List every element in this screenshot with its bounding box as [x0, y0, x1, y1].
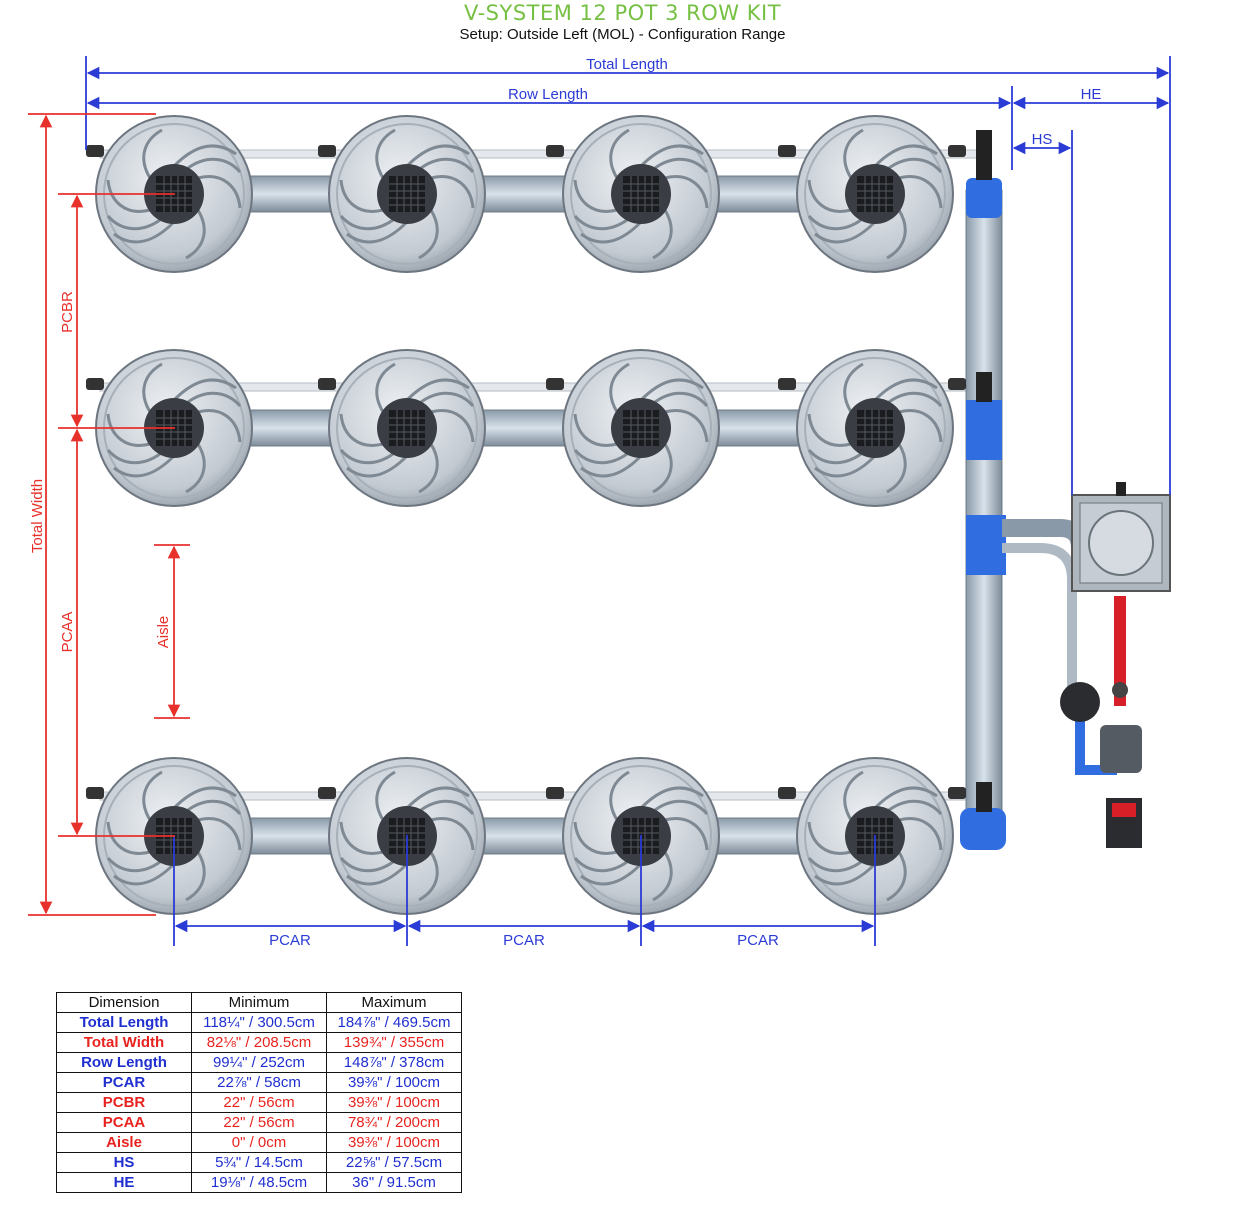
- row-name: Aisle: [56, 1132, 192, 1153]
- label-he: HE: [1081, 86, 1102, 103]
- label-pcbr: PCBR: [59, 291, 76, 333]
- inline-valves: [86, 145, 966, 799]
- table-row: Aisle 0" / 0cm 39⅜" / 100cm: [56, 1132, 462, 1153]
- row-name: PCAR: [56, 1072, 192, 1093]
- label-total-width: Total Width: [29, 479, 46, 553]
- red-dimensions: [28, 113, 190, 916]
- row-max: 22⅝" / 57.5cm: [326, 1152, 462, 1173]
- row-max: 39⅜" / 100cm: [326, 1072, 462, 1093]
- pot-r1-c2: [327, 114, 487, 274]
- row-name: Row Length: [56, 1052, 192, 1073]
- row-min: 22" / 56cm: [191, 1092, 327, 1113]
- label-total-length: Total Length: [586, 56, 668, 73]
- pot-r1-c3: [561, 114, 721, 274]
- row-min: 118¼" / 300.5cm: [191, 1012, 327, 1033]
- table-row: PCAR 22⅞" / 58cm 39⅜" / 100cm: [56, 1072, 462, 1093]
- pump-assembly: [1060, 682, 1142, 848]
- row-name: HS: [56, 1152, 192, 1173]
- row-max: 148⅞" / 378cm: [326, 1052, 462, 1073]
- row-max: 184⅞" / 469.5cm: [326, 1012, 462, 1033]
- label-hs: HS: [1032, 131, 1053, 148]
- row-max: 39⅜" / 100cm: [326, 1132, 462, 1153]
- row-min: 0" / 0cm: [191, 1132, 327, 1153]
- table-row: Total Width 82⅛" / 208.5cm 139¾" / 355cm: [56, 1032, 462, 1053]
- pot-r2-c2: [327, 348, 487, 508]
- header-minimum: Minimum: [191, 992, 327, 1013]
- dimension-table: Dimension Minimum Maximum Total Length 1…: [56, 992, 462, 1193]
- row-name: PCAA: [56, 1112, 192, 1133]
- label-pcar-1: PCAR: [269, 932, 311, 949]
- header-dimension: Dimension: [56, 992, 192, 1013]
- row-name: Total Width: [56, 1032, 192, 1053]
- system-layout-diagram: Total Length Row Length HE HS PCAR PCAR …: [28, 56, 1171, 949]
- row-name: Total Length: [56, 1012, 192, 1033]
- diagram-subtitle: Setup: Outside Left (MOL) - Configuratio…: [459, 26, 786, 43]
- row-name: PCBR: [56, 1092, 192, 1113]
- row-max: 78¾" / 200cm: [326, 1112, 462, 1133]
- row-min: 22⅞" / 58cm: [191, 1072, 327, 1093]
- main-manifold-pipe: [960, 130, 1006, 850]
- row-max: 39⅜" / 100cm: [326, 1092, 462, 1113]
- diagram-title: V-SYSTEM 12 POT 3 ROW KIT: [463, 1, 782, 25]
- row-max: 36" / 91.5cm: [326, 1172, 462, 1193]
- table-row: Total Length 118¼" / 300.5cm 184⅞" / 469…: [56, 1012, 462, 1033]
- table-header-row: Dimension Minimum Maximum: [56, 992, 462, 1013]
- row-min: 5¾" / 14.5cm: [191, 1152, 327, 1173]
- label-pcar-2: PCAR: [503, 932, 545, 949]
- table-row: PCBR 22" / 56cm 39⅜" / 100cm: [56, 1092, 462, 1113]
- row-min: 19⅛" / 48.5cm: [191, 1172, 327, 1193]
- reservoir-tank: [1071, 482, 1171, 592]
- table-row: HE 19⅛" / 48.5cm 36" / 91.5cm: [56, 1172, 462, 1193]
- table-row: PCAA 22" / 56cm 78¾" / 200cm: [56, 1112, 462, 1133]
- row-min: 22" / 56cm: [191, 1112, 327, 1133]
- row-min: 99¼" / 252cm: [191, 1052, 327, 1073]
- label-aisle: Aisle: [155, 616, 172, 649]
- row-max: 139¾" / 355cm: [326, 1032, 462, 1053]
- row-min: 82⅛" / 208.5cm: [191, 1032, 327, 1053]
- table-row: Row Length 99¼" / 252cm 148⅞" / 378cm: [56, 1052, 462, 1073]
- header-maximum: Maximum: [326, 992, 462, 1013]
- pot-r2-c4: [795, 348, 955, 508]
- label-pcaa: PCAA: [59, 612, 76, 653]
- pot-r2-c3: [561, 348, 721, 508]
- blue-dimensions: [85, 56, 1171, 946]
- row-name: HE: [56, 1172, 192, 1193]
- pot-r1-c4: [795, 114, 955, 274]
- label-pcar-3: PCAR: [737, 932, 779, 949]
- table-row: HS 5¾" / 14.5cm 22⅝" / 57.5cm: [56, 1152, 462, 1173]
- label-row-length: Row Length: [508, 86, 588, 103]
